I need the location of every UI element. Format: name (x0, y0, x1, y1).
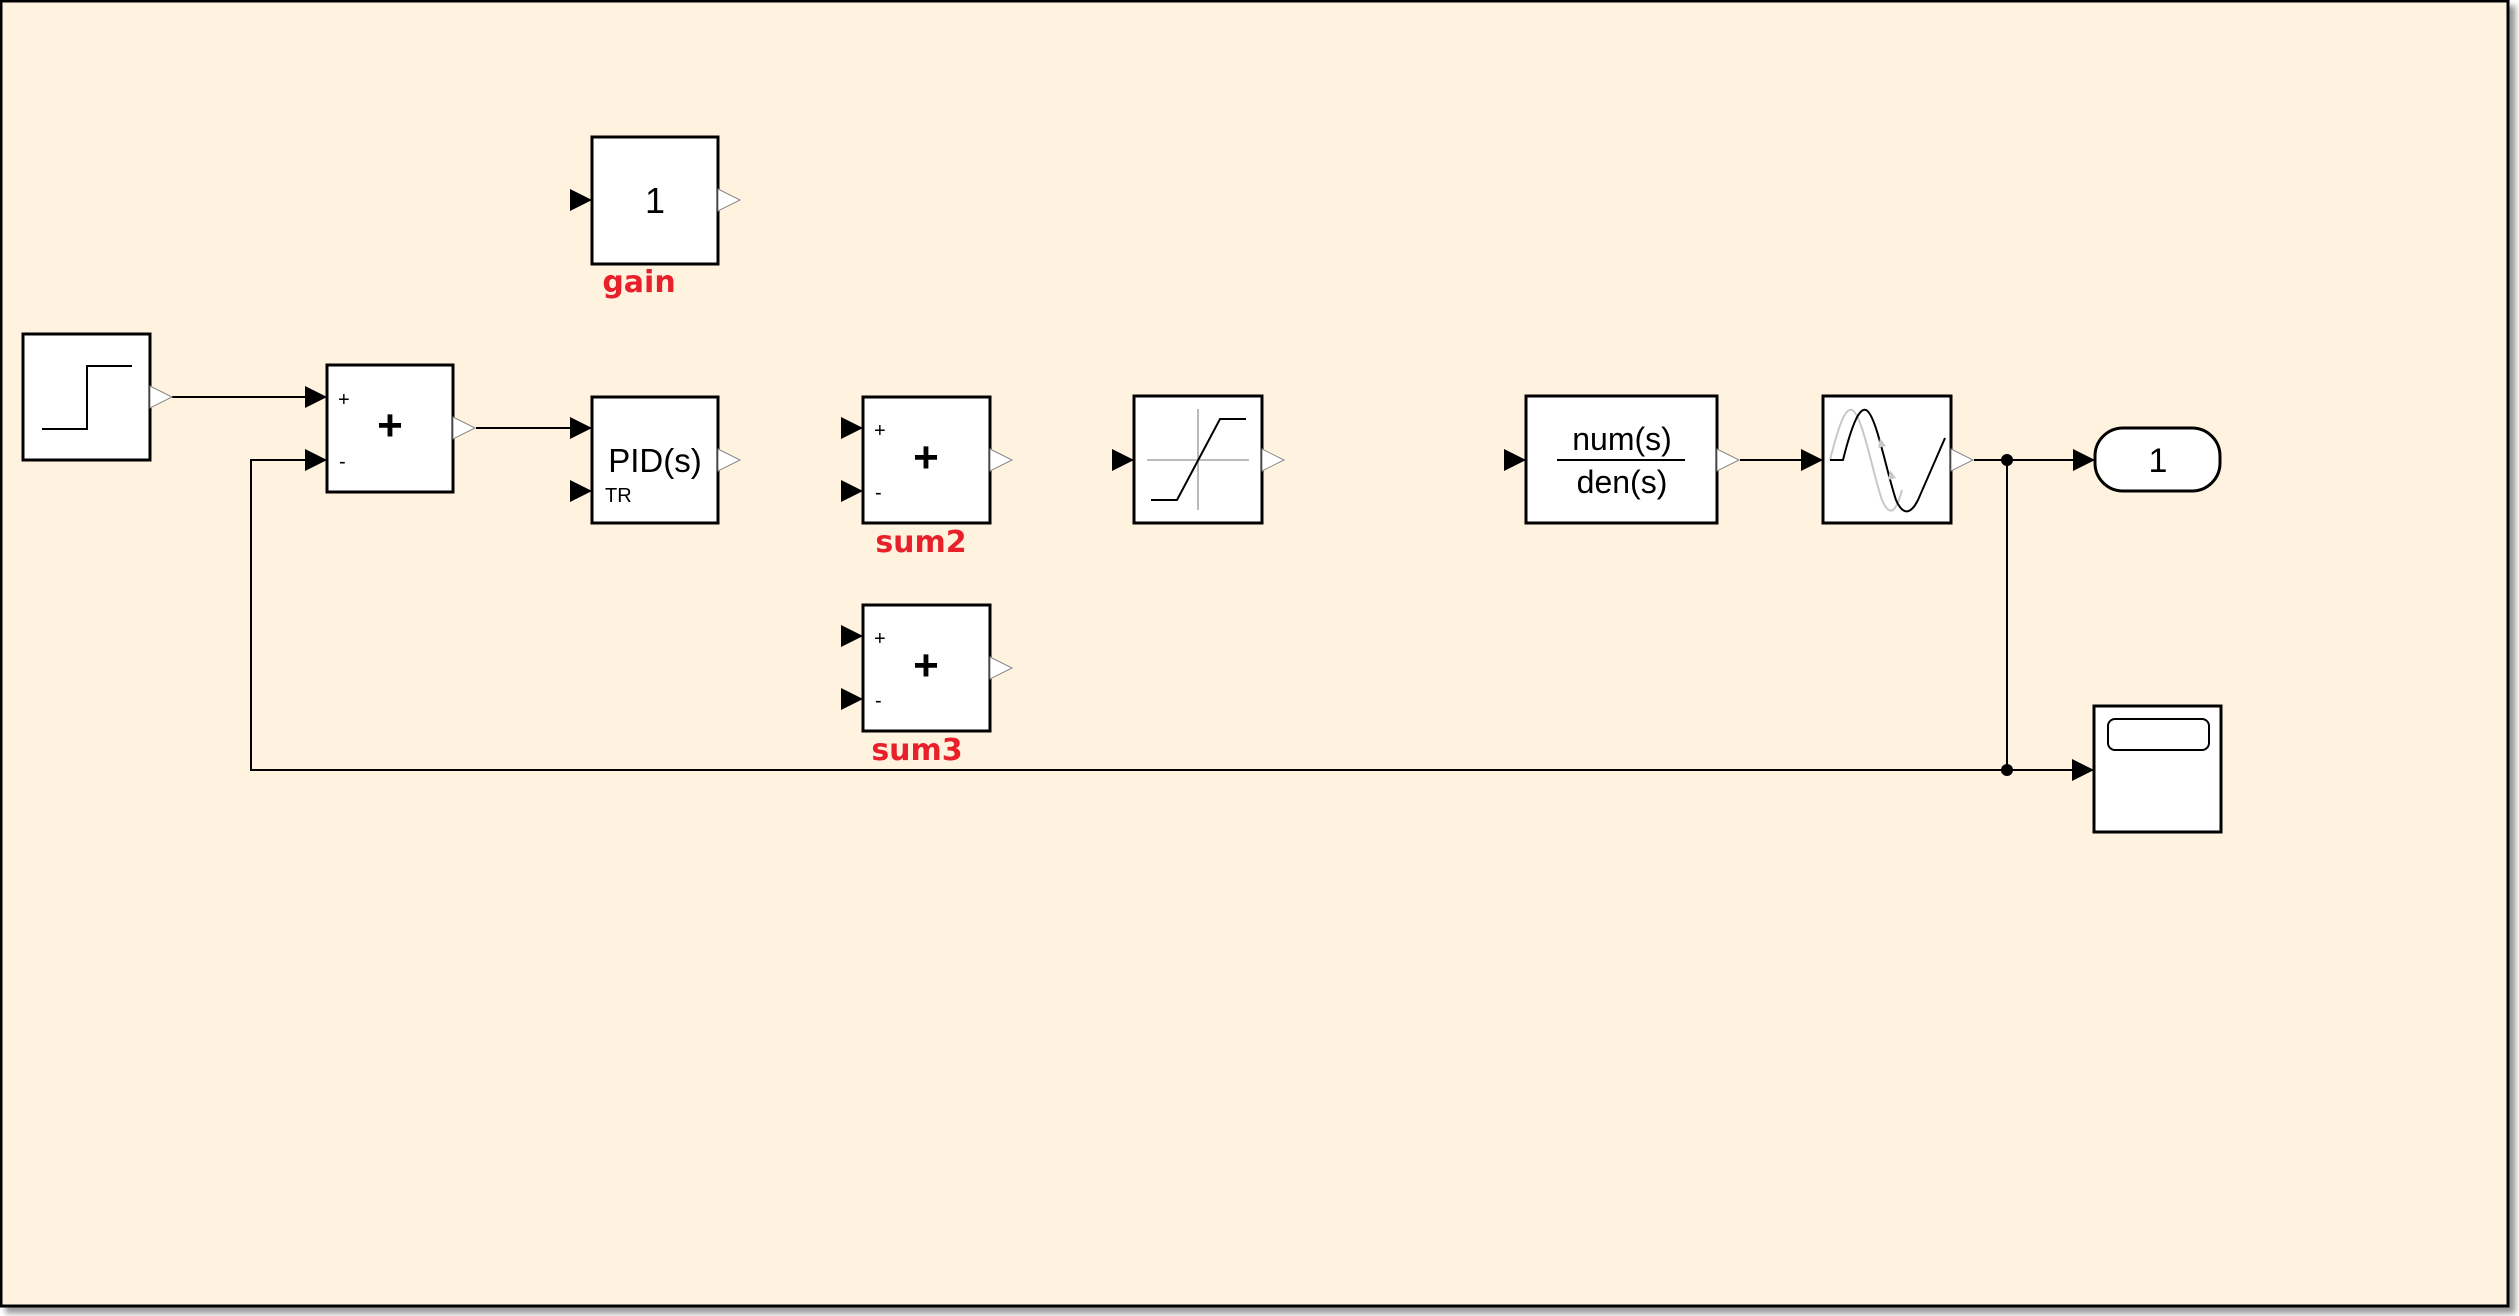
gain-value: 1 (645, 180, 665, 221)
input-port[interactable] (2073, 449, 2095, 471)
sign-minus: - (339, 451, 346, 473)
sign-minus: - (875, 690, 882, 712)
output-port[interactable] (989, 656, 1014, 680)
sign-minus: - (875, 482, 882, 504)
input-port[interactable] (1112, 449, 1134, 471)
transfer-fcn-block[interactable]: num(s) den(s) (1504, 394, 1741, 525)
saturation-block[interactable] (1112, 394, 1286, 525)
output-port[interactable] (717, 448, 742, 472)
input-port[interactable] (2072, 759, 2094, 781)
signal-feedback[interactable] (250, 459, 2007, 771)
sign-plus: + (874, 628, 886, 650)
step-icon (42, 365, 132, 430)
output-port[interactable] (452, 416, 477, 440)
pid-block[interactable]: PID(s) TR (570, 395, 742, 525)
sum2-label[interactable]: sum2 (875, 525, 966, 560)
pid-text: PID(s) (608, 442, 702, 479)
output-port[interactable] (1716, 448, 1741, 472)
denominator: den(s) (1577, 464, 1668, 500)
gain-block[interactable]: 1 gain (570, 135, 742, 300)
step-block[interactable] (21, 332, 174, 462)
scope-icon (2107, 718, 2210, 751)
outport-number: 1 (2149, 442, 2168, 480)
saturation-icon (1147, 409, 1249, 510)
sine-delay-icon (1829, 408, 1946, 513)
input-port[interactable] (841, 417, 863, 439)
output-port[interactable] (1950, 448, 1975, 472)
branch-point (2001, 454, 2013, 466)
input-port[interactable] (305, 449, 327, 471)
sum-symbol: + (913, 641, 939, 690)
sum2-block[interactable]: + - + sum2 (841, 395, 1014, 560)
transport-delay-block[interactable] (1801, 394, 1975, 525)
input-port[interactable] (570, 189, 592, 211)
input-port[interactable] (1801, 449, 1823, 471)
sum3-label[interactable]: sum3 (871, 733, 962, 768)
numerator: num(s) (1572, 421, 1672, 457)
tr-port-label: TR (605, 485, 632, 507)
input-port[interactable] (841, 688, 863, 710)
input-port[interactable] (1504, 449, 1526, 471)
input-port[interactable] (305, 386, 327, 408)
scope-block[interactable] (2072, 704, 2223, 834)
output-port[interactable] (989, 448, 1014, 472)
output-port[interactable] (149, 385, 174, 409)
sum-symbol: + (913, 433, 939, 482)
output-port[interactable] (1261, 448, 1286, 472)
sum1-block[interactable]: + - + (305, 363, 477, 494)
sign-plus: + (874, 420, 886, 442)
input-port[interactable] (570, 480, 592, 502)
sum-symbol: + (377, 401, 403, 450)
sum3-block[interactable]: + - + sum3 (841, 603, 1014, 768)
signal-lines (172, 396, 2078, 776)
input-port[interactable] (841, 625, 863, 647)
input-port[interactable] (841, 480, 863, 502)
gain-label[interactable]: gain (602, 265, 675, 300)
branch-point (2001, 764, 2013, 776)
outport-block[interactable]: 1 (2073, 426, 2222, 493)
sign-plus: + (338, 389, 350, 411)
input-port[interactable] (570, 417, 592, 439)
output-port[interactable] (717, 188, 742, 212)
